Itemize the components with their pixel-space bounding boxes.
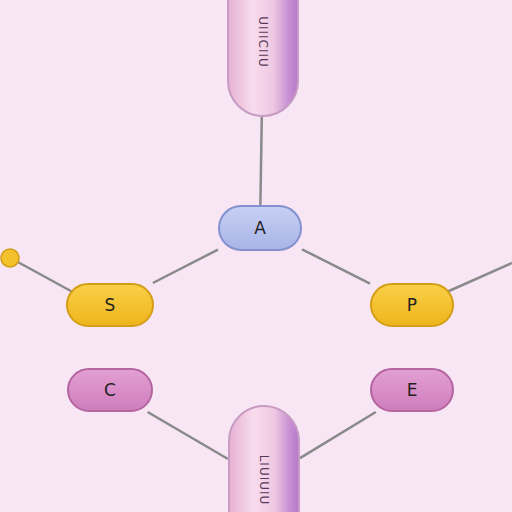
process-pill: C (67, 368, 153, 412)
node-label: LIUIUIU (257, 455, 271, 506)
node-label: P (407, 295, 417, 315)
capsule-tube: LIUIUIU (228, 405, 300, 512)
capsule-tube: UIIICIIU (227, 0, 299, 117)
terminal-dot (1, 249, 19, 267)
node-label: S (105, 295, 116, 315)
node-label: A (254, 218, 266, 238)
process-pill: P (370, 283, 454, 327)
process-pill: E (370, 368, 454, 412)
side-wire (440, 263, 512, 295)
connector-line (302, 249, 370, 283)
node-label: C (104, 380, 116, 400)
node-label: E (407, 380, 418, 400)
connector-line (153, 250, 218, 283)
connector-line (260, 117, 261, 205)
connector-line (148, 412, 228, 459)
node-label: UIIICIIU (256, 16, 270, 68)
process-pill: S (66, 283, 154, 327)
connector-line (300, 412, 376, 458)
process-pill: A (218, 205, 302, 251)
